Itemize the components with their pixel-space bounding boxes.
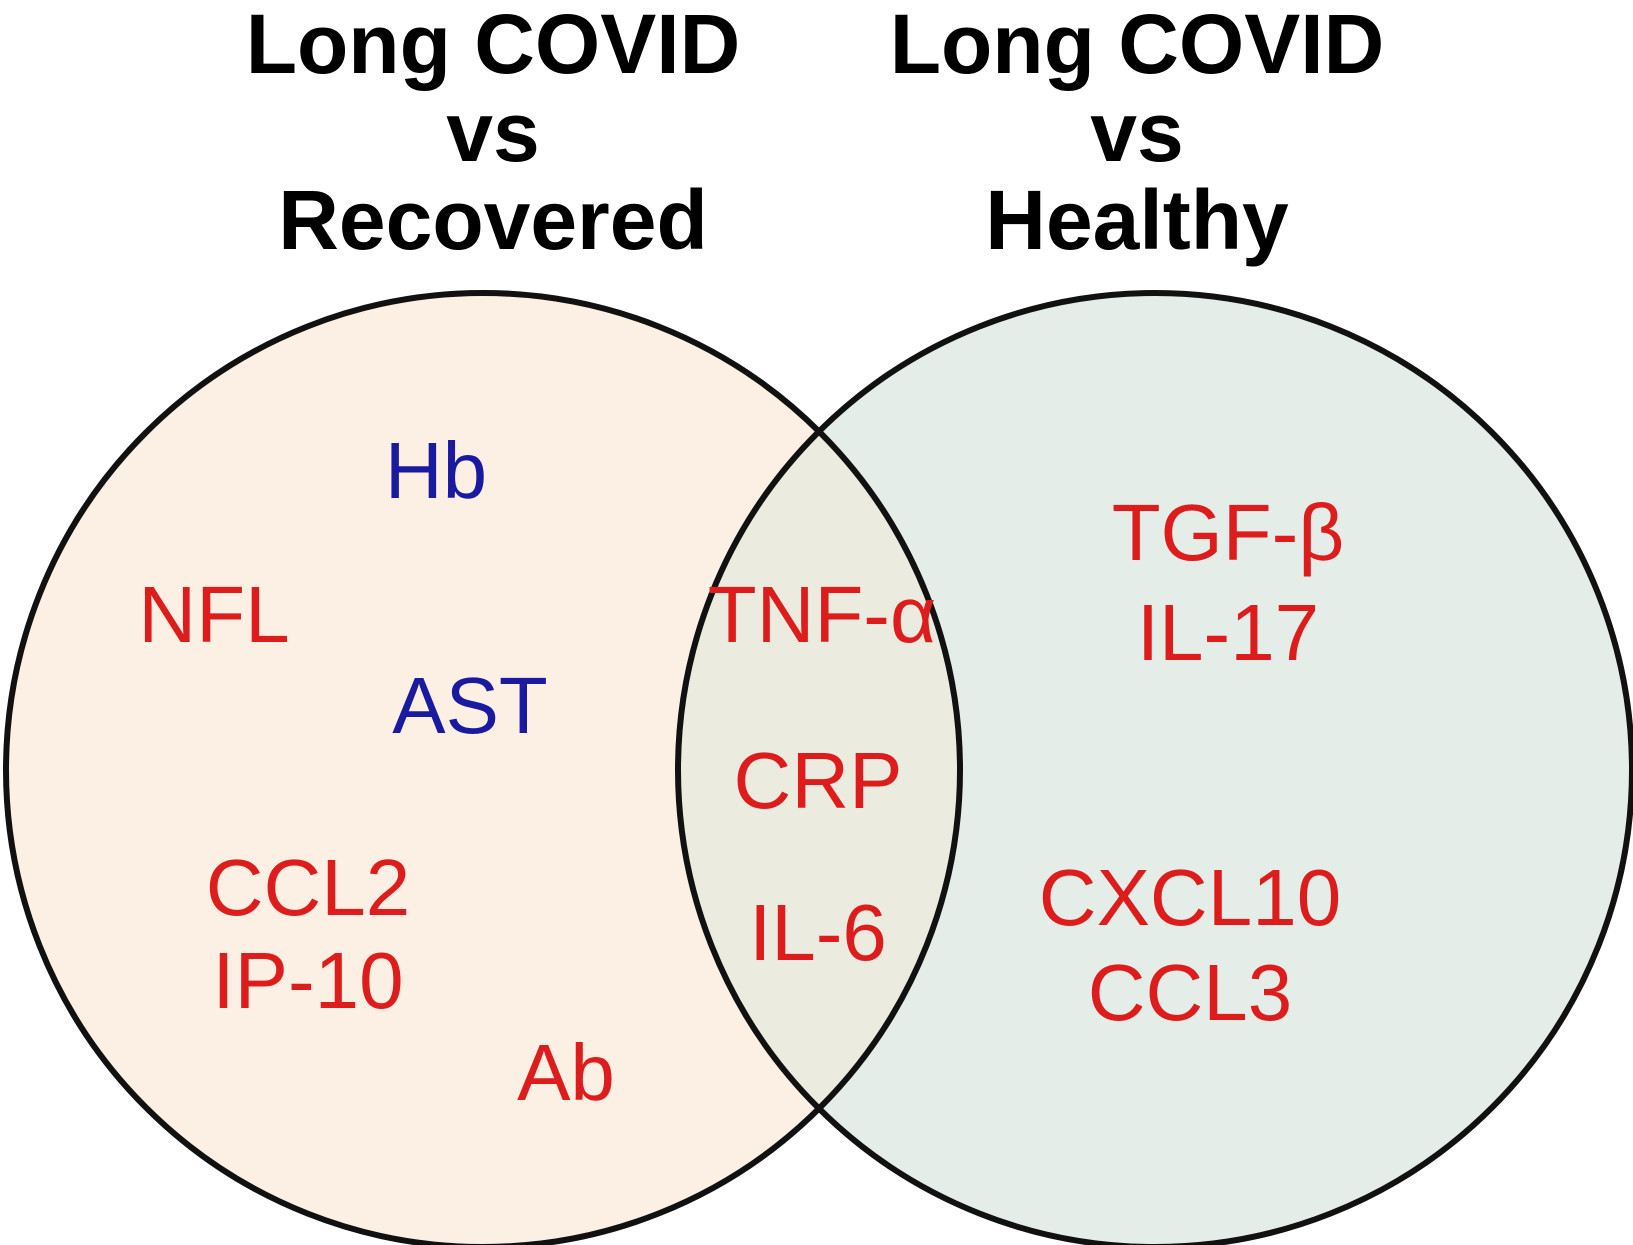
- term-tgf-beta: TGF-β: [1112, 488, 1345, 577]
- term-ab: Ab: [517, 1028, 615, 1117]
- term-ip-10: IP-10: [212, 936, 403, 1025]
- term-crp: CRP: [734, 736, 903, 825]
- term-ast: AST: [392, 661, 548, 750]
- circle-long-covid-vs-recovered: [6, 293, 960, 1245]
- term-hb: Hb: [385, 426, 487, 515]
- heading-left-line2: vs: [446, 85, 540, 179]
- term-cxcl10: CXCL10: [1039, 853, 1341, 942]
- term-il-17: IL-17: [1137, 588, 1319, 677]
- circle-left-outline: [3, 290, 963, 1245]
- heading-right-line2: vs: [1090, 85, 1184, 179]
- heading-right-line3: Healthy: [985, 173, 1289, 267]
- heading-right-line1: Long COVID: [889, 0, 1385, 91]
- term-il-6: IL-6: [749, 888, 887, 977]
- heading-left-line3: Recovered: [278, 173, 708, 267]
- term-ccl2: CCL2: [206, 843, 411, 932]
- heading-long-covid-vs-healthy: Long COVID vs Healthy: [827, 0, 1447, 264]
- term-tnf-alpha: TNF-α: [708, 570, 936, 659]
- term-ccl3: CCL3: [1088, 948, 1293, 1037]
- heading-long-covid-vs-recovered: Long COVID vs Recovered: [183, 0, 803, 264]
- circle-right-outline: [675, 290, 1633, 1245]
- term-nfl: NFL: [138, 570, 289, 659]
- heading-left-line1: Long COVID: [245, 0, 741, 91]
- circle-long-covid-vs-healthy: [678, 293, 1632, 1245]
